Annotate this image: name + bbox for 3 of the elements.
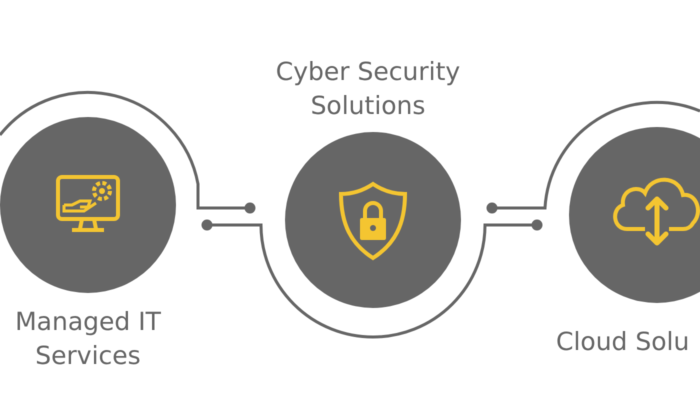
- service-title: Cyber Security Solutions: [274, 56, 462, 122]
- service-title: Managed IT Services: [14, 306, 162, 372]
- service-title: Cloud Solu: [556, 326, 690, 358]
